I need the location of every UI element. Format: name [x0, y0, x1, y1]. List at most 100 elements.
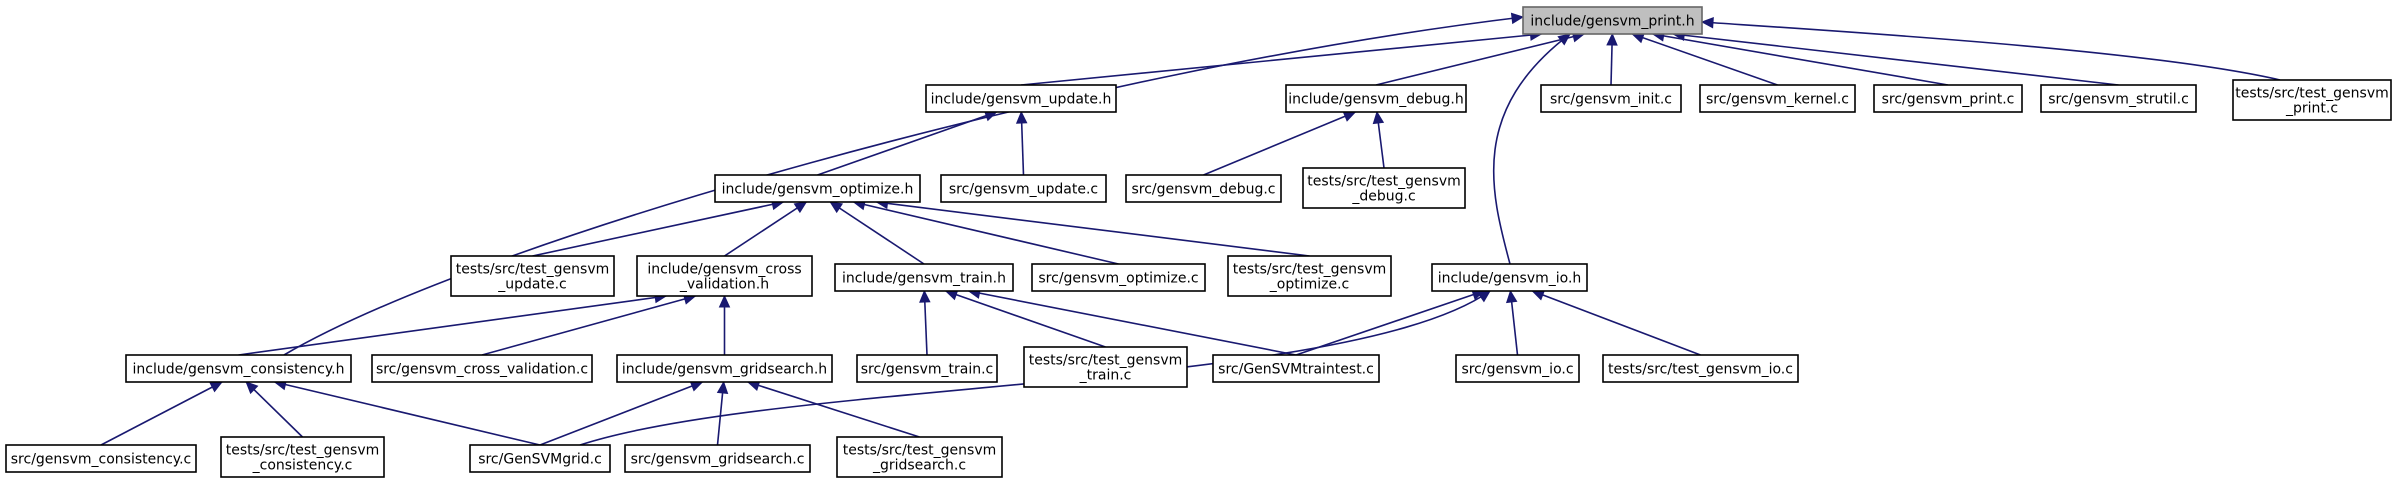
node-grid-c[interactable]: src/GenSVMgrid.c — [469, 444, 611, 473]
node-label: src/gensvm_kernel.c — [1706, 92, 1849, 108]
edge-cross_validation_h-to-optimize_h — [724, 201, 808, 257]
node-io-h[interactable]: include/gensvm_io.h — [1431, 263, 1588, 292]
node-label: tests/src/test_gensvm — [1233, 262, 1387, 278]
node-test-consistency-c[interactable]: tests/src/test_gensvm_consistency.c — [220, 436, 385, 478]
edge-line — [245, 381, 304, 438]
node-cross-validation-c[interactable]: src/gensvm_cross_validation.c — [371, 354, 593, 383]
node-test-print-c[interactable]: tests/src/test_gensvm_print.c — [2232, 79, 2392, 121]
edge-io_h-to-print_h — [1492, 33, 1571, 265]
node-optimize-c[interactable]: src/gensvm_optimize.c — [1031, 263, 1206, 292]
node-test-train-c[interactable]: tests/src/test_gensvm_train.c — [1023, 346, 1188, 388]
node-train-c[interactable]: src/gensvm_train.c — [856, 354, 998, 383]
node-label: include/gensvm_update.h — [931, 92, 1112, 108]
edge-test_optimize_c-to-optimize_h — [875, 197, 1310, 257]
node-kernel-c[interactable]: src/gensvm_kernel.c — [1699, 84, 1856, 113]
edge-line — [747, 381, 920, 438]
node-box — [125, 354, 352, 383]
arrowhead-icon — [793, 201, 808, 214]
edge-io_c-to-io_h — [1505, 289, 1519, 356]
node-cross-validation-h[interactable]: include/gensvm_cross_validation.h — [636, 255, 813, 297]
node-update-c[interactable]: src/gensvm_update.c — [940, 174, 1107, 203]
node-box — [1540, 84, 1682, 113]
node-box — [1302, 167, 1466, 209]
node-test-gridsearch-c[interactable]: tests/src/test_gensvm_gridsearch.c — [836, 436, 1003, 478]
node-test-update-c[interactable]: tests/src/test_gensvm_update.c — [450, 255, 615, 297]
edge-line — [1020, 33, 1542, 86]
edge-line — [945, 290, 1106, 348]
node-debug-c[interactable]: src/gensvm_debug.c — [1125, 174, 1282, 203]
node-print-h[interactable]: include/gensvm_print.h — [1522, 6, 1703, 35]
edge-test_train_c-to-train_h — [944, 289, 1106, 348]
edge-line — [724, 201, 807, 257]
node-label: src/gensvm_consistency.c — [11, 452, 191, 468]
node-debug-h[interactable]: include/gensvm_debug.h — [1285, 84, 1467, 113]
node-train-h[interactable]: include/gensvm_train.h — [834, 263, 1014, 292]
edges-layer — [100, 12, 2281, 446]
node-label: tests/src/test_gensvm — [456, 262, 610, 278]
node-optimize-h[interactable]: include/gensvm_optimize.h — [714, 174, 921, 203]
edge-optimize_h-to-update_h — [817, 110, 998, 176]
edge-consistency_c-to-consistency_h — [100, 381, 224, 446]
edge-line — [1295, 290, 1485, 356]
edge-test_io_c-to-io_h — [1531, 289, 1701, 356]
node-traintest-c[interactable]: src/GenSVMtraintest.c — [1212, 354, 1380, 383]
node-consistency-c[interactable]: src/gensvm_consistency.c — [5, 444, 197, 473]
edge-line — [968, 290, 1297, 356]
edge-traintest_c-to-io_h — [1295, 289, 1486, 356]
node-box — [636, 255, 813, 297]
arrowhead-icon — [919, 289, 931, 303]
edge-kernel_c-to-print_h — [1631, 32, 1778, 86]
node-box — [1023, 346, 1188, 388]
node-box — [1522, 6, 1703, 35]
arrowhead-icon — [245, 381, 259, 395]
edge-line — [1673, 33, 2119, 86]
node-box — [469, 444, 611, 473]
node-label: tests/src/test_gensvm — [226, 443, 380, 459]
node-consistency-h[interactable]: include/gensvm_consistency.h — [125, 354, 352, 383]
node-test-io-c[interactable]: tests/src/test_gensvm_io.c — [1602, 354, 1799, 383]
edge-line — [817, 111, 997, 176]
node-update-h[interactable]: include/gensvm_update.h — [925, 84, 1117, 113]
node-box — [616, 354, 833, 383]
node-label: src/gensvm_strutil.c — [2048, 92, 2189, 108]
edge-init_c-to-print_h — [1606, 32, 1618, 86]
edge-update_c-to-update_h — [1015, 110, 1028, 176]
node-box — [834, 263, 1014, 292]
node-box — [1455, 354, 1580, 383]
node-gridsearch-c[interactable]: src/gensvm_gridsearch.c — [624, 444, 811, 473]
node-label: include/gensvm_debug.h — [1288, 92, 1464, 108]
edge-line — [1632, 33, 1778, 86]
node-test-debug-c[interactable]: tests/src/test_gensvm_debug.c — [1302, 167, 1466, 209]
edge-traintest_c-to-train_h — [967, 287, 1297, 356]
edge-test_consistency_c-to-consistency_h — [245, 381, 304, 438]
node-box — [624, 444, 811, 473]
node-label: _validation.h — [679, 277, 769, 293]
node-box — [925, 84, 1117, 113]
node-init-c[interactable]: src/gensvm_init.c — [1540, 84, 1682, 113]
arrowhead-icon — [829, 201, 844, 214]
edge-line — [1532, 290, 1701, 356]
node-label: _gridsearch.c — [872, 458, 966, 474]
arrowhead-icon — [1372, 110, 1385, 125]
node-strutil-c[interactable]: src/gensvm_strutil.c — [2040, 84, 2197, 113]
edge-line — [481, 295, 696, 356]
edge-consistency_h-to-cross_validation_h — [238, 291, 668, 356]
node-print-c[interactable]: src/gensvm_print.c — [1873, 84, 2023, 113]
arrowhead-icon — [1606, 32, 1618, 46]
edge-update_h-to-print_h — [1020, 29, 1543, 86]
node-io-c[interactable]: src/gensvm_io.c — [1455, 354, 1580, 383]
nodes-layer: include/gensvm_print.h include/gensvm_con… — [5, 6, 2392, 478]
node-gridsearch-h[interactable]: include/gensvm_gridsearch.h — [616, 354, 833, 383]
node-label: _consistency.c — [252, 458, 353, 474]
node-label: _train.c — [1079, 368, 1132, 384]
node-label: src/gensvm_train.c — [861, 362, 993, 378]
edge-optimize_c-to-optimize_h — [852, 198, 1119, 265]
edge-line — [283, 16, 1524, 356]
node-label: src/gensvm_update.c — [949, 182, 1098, 198]
arrowhead-icon — [718, 294, 731, 308]
node-box — [836, 436, 1003, 478]
edge-line — [532, 201, 784, 257]
node-box — [1602, 354, 1799, 383]
node-test-optimize-c[interactable]: tests/src/test_gensvm_optimize.c — [1227, 255, 1392, 297]
edge-line — [876, 201, 1310, 257]
